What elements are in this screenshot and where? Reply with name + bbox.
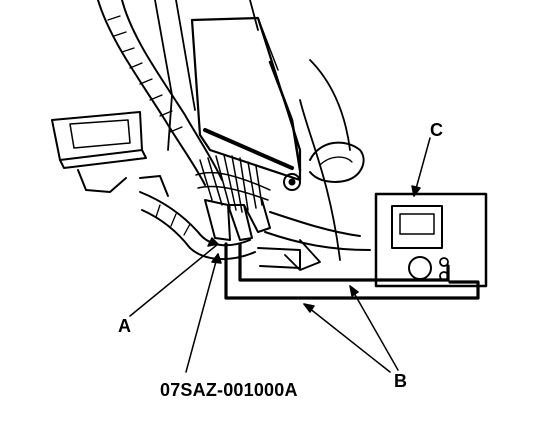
upper-harness — [97, 0, 223, 186]
callout-b-label: B — [394, 371, 407, 391]
lower-harness — [139, 191, 256, 261]
leader-lines — [129, 137, 431, 373]
callout-c-label: C — [430, 120, 443, 140]
test-leads — [224, 242, 480, 300]
body-panel — [154, 0, 351, 271]
ecm-unit — [190, 16, 302, 191]
relay-box — [51, 111, 169, 197]
part-number-label: 07SAZ-001000A — [160, 380, 298, 400]
connector-bundle — [195, 154, 271, 241]
multimeter — [374, 192, 488, 288]
callout-a-label: A — [118, 316, 131, 336]
intake-hose — [257, 141, 371, 269]
